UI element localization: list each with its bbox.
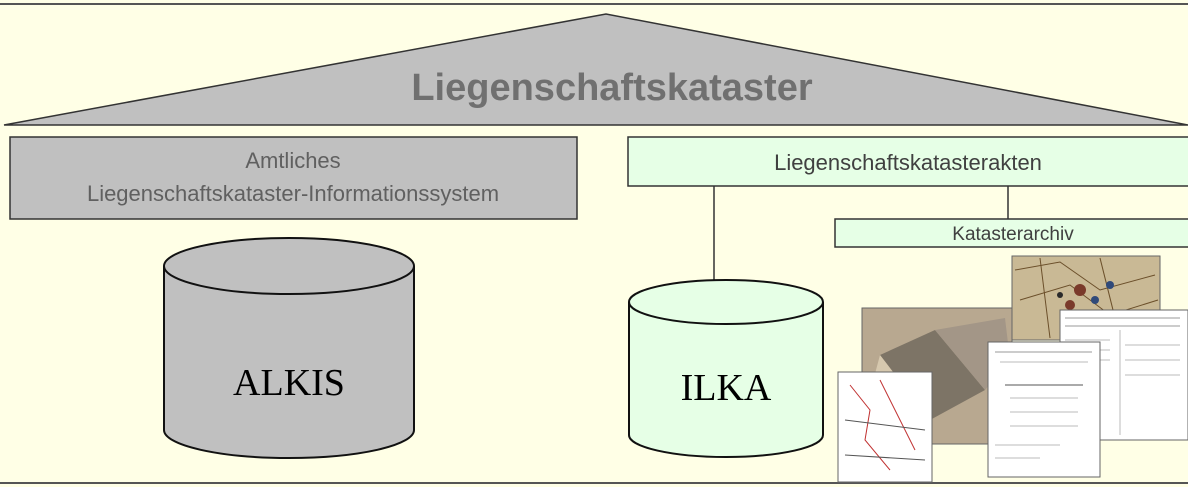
archiv-box	[834, 218, 1188, 248]
roof-title: Liegenschaftskataster	[411, 67, 812, 109]
akten-box-label: Liegenschaftskatasterakten	[774, 150, 1042, 175]
alkis-box	[9, 136, 578, 220]
survey-document	[987, 341, 1101, 478]
ilka-cylinder-label: ILKA	[681, 367, 772, 409]
field-sketch-document	[837, 371, 933, 483]
alkis-cylinder-label: ALKIS	[233, 362, 345, 404]
akten-box	[627, 136, 1188, 187]
roof-shape	[3, 13, 1188, 126]
alkis-box-line2: Liegenschaftskataster-Informationssystem	[87, 181, 499, 206]
ilka-cylinder	[628, 279, 824, 458]
alkis-cylinder	[163, 237, 415, 459]
alkis-box-line1: Amtliches	[245, 148, 340, 173]
archiv-box-label: Katasterarchiv	[952, 224, 1074, 245]
archive-documents-collage	[837, 255, 1188, 483]
